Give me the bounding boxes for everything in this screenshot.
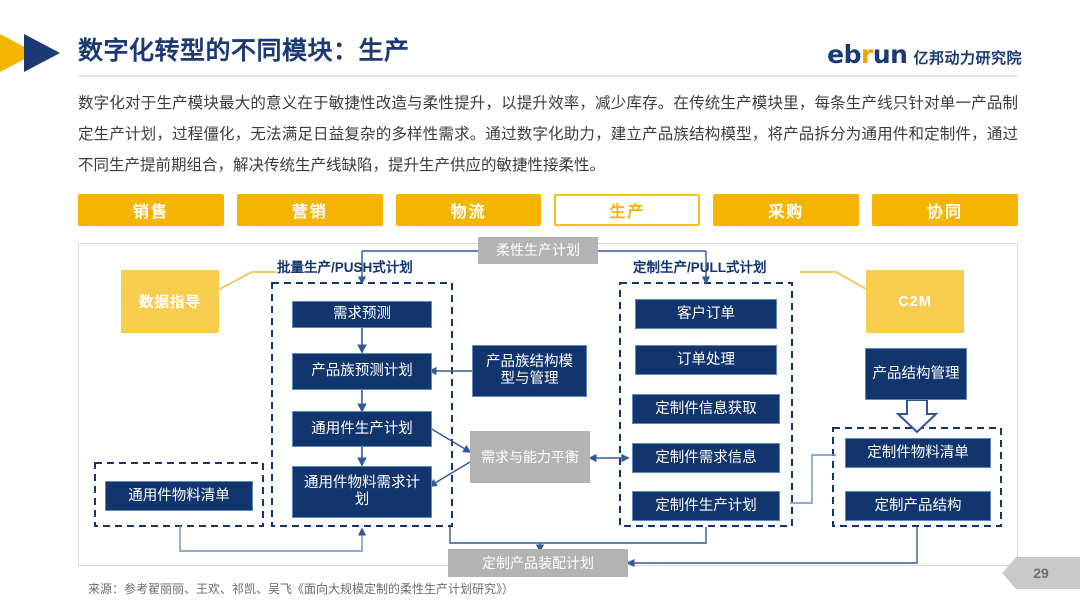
node-common-part-bom[interactable]: 通用件物料清单 (105, 481, 253, 511)
tab-marketing[interactable]: 营销 (236, 194, 383, 226)
source-note: 来源：参考翟丽丽、王欢、祁凯、吴飞《面向大规模定制的柔性生产计划研究》） (88, 582, 515, 596)
tab-logistics[interactable]: 物流 (395, 194, 542, 226)
node-common-part-production-plan[interactable]: 通用件生产计划 (292, 411, 432, 447)
node-common-part-material-plan[interactable]: 通用件物料需求计划 (292, 466, 432, 518)
tab-collaboration[interactable]: 协同 (872, 194, 1018, 226)
header-arrow-icon (0, 34, 60, 72)
body-paragraph: 数字化对于生产模块最大的意义在于敏捷性改造与柔性提升，以提升效率，减少库存。在传… (78, 95, 1018, 174)
node-c2m[interactable]: C2M (866, 270, 964, 333)
node-custom-info-capture[interactable]: 定制件信息获取 (632, 394, 780, 424)
node-product-structure-management[interactable]: 产品结构管理 (865, 348, 967, 400)
node-custom-bom[interactable]: 定制件物料清单 (845, 438, 991, 468)
header-divider (78, 75, 1018, 77)
node-demand-forecast[interactable]: 需求预测 (292, 301, 432, 328)
node-customer-order[interactable]: 客户订单 (635, 299, 777, 329)
logo-text-left: eb (827, 40, 862, 69)
module-tab-bar: 销售 营销 物流 生产 采购 协同 (78, 194, 1018, 226)
ebrun-logo: eb r un 亿邦动力研究院 (827, 40, 1022, 69)
group-label-push: 批量生产/PUSH式计划 (277, 260, 413, 275)
node-family-structure-model[interactable]: 产品族结构模型与管理 (472, 345, 587, 397)
node-custom-demand-info[interactable]: 定制件需求信息 (632, 443, 780, 473)
tab-procurement[interactable]: 采购 (713, 194, 860, 226)
node-order-processing[interactable]: 订单处理 (635, 345, 777, 375)
node-data-guidance[interactable]: 数据指导 (121, 270, 219, 333)
node-family-forecast-plan[interactable]: 产品族预测计划 (292, 353, 432, 390)
page-title: 数字化转型的不同模块：生产 (78, 37, 410, 65)
node-custom-production-plan[interactable]: 定制件生产计划 (632, 491, 780, 521)
logo-text-right: un (872, 40, 908, 69)
tab-sales[interactable]: 销售 (78, 194, 224, 226)
node-custom-product-assembly-plan[interactable]: 定制产品装配计划 (448, 549, 628, 577)
node-custom-product-structure[interactable]: 定制产品结构 (845, 491, 991, 521)
node-capacity-balance[interactable]: 需求与能力平衡 (470, 431, 590, 483)
page-number-badge: 29 (1002, 557, 1080, 589)
tab-production[interactable]: 生产 (554, 194, 701, 226)
node-flexible-production-plan[interactable]: 柔性生产计划 (478, 237, 598, 264)
group-label-pull: 定制生产/PULL式计划 (633, 260, 767, 275)
logo-text-cn: 亿邦动力研究院 (913, 50, 1022, 67)
logo-text-accent: r (861, 40, 873, 69)
